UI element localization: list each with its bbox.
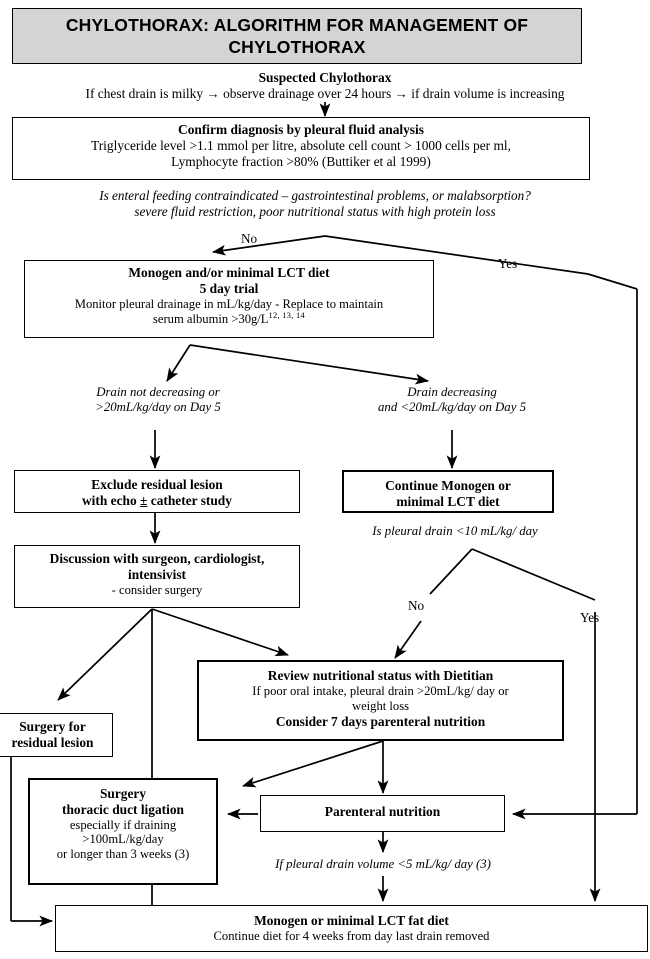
final-diet-line-2: Continue diet for 4 weeks from day last …	[213, 928, 490, 943]
drain-decreasing-note: Drain decreasing and <20mL/kg/day on Day…	[352, 385, 552, 415]
continue-monogen-box: Continue Monogen or minimal LCT diet	[342, 470, 554, 513]
surgery-duct-ligation-line-5: or longer than 3 weeks (3)	[56, 847, 190, 862]
pleural-drain-volume-note-text: If pleural drain volume <5 mL/kg/ day (3…	[275, 857, 491, 871]
monogen-trial-references: 12, 13, 14	[268, 311, 306, 321]
exclude-residual-lesion-line-2a: with echo	[82, 492, 141, 508]
surgery-duct-ligation-line-1: Surgery	[99, 786, 147, 801]
algorithm-title: CHYLOTHORAX: ALGORITHM FOR MANAGEMENT OF…	[12, 8, 582, 64]
surgery-residual-lesion-line-1: Surgery for	[19, 719, 86, 734]
edge-label-yes-enteral: Yes	[498, 256, 518, 271]
discussion-box: Discussion with surgeon, cardiologist, i…	[14, 545, 300, 608]
review-nutritional-status-line-2: If poor oral intake, pleural drain >20mL…	[252, 683, 509, 698]
monogen-trial-line-3: Monitor pleural drainage in mL/kg/day - …	[74, 296, 384, 311]
edge-label-yes-pleural: Yes	[580, 610, 600, 625]
enteral-feeding-question-line-1: Is enteral feeding contraindicated – gas…	[99, 188, 531, 203]
exclude-residual-lesion-line-1: Exclude residual lesion	[91, 477, 223, 492]
monogen-trial-line-4: serum albumin >30g/L12, 13, 14	[31, 311, 427, 327]
exclude-residual-lesion-line-2c: catheter study	[147, 492, 232, 508]
parenteral-nutrition-text: Parenteral nutrition	[324, 804, 441, 819]
drain-not-decreasing-line-2: >20mL/kg/day on Day 5	[95, 400, 221, 415]
monogen-trial-line-1: Monogen and/or minimal LCT diet	[128, 265, 330, 280]
pleural-drain-question-text: Is pleural drain <10 mL/kg/ day	[372, 524, 538, 538]
review-nutritional-status-line-3: weight loss	[351, 698, 410, 713]
exclude-residual-lesion-box: Exclude residual lesion with echo ± cath…	[14, 470, 300, 513]
discussion-line-3: - consider surgery	[111, 582, 203, 597]
drain-decreasing-line-2: and <20mL/kg/day on Day 5	[378, 400, 526, 415]
edge-label-no-pleural: No	[408, 598, 425, 613]
parenteral-nutrition-box: Parenteral nutrition	[260, 795, 505, 832]
drain-decreasing-line-1: Drain decreasing	[407, 385, 497, 399]
confirm-diagnosis-line-3: Lymphocyte fraction >80% (Buttiker et al…	[171, 153, 431, 169]
plus-minus-symbol: ±	[140, 492, 148, 508]
surgery-duct-ligation-line-2: thoracic duct ligation	[62, 801, 184, 817]
confirm-diagnosis-line-2: Triglyceride level >1.1 mmol per litre, …	[91, 137, 511, 153]
review-nutritional-status-box: Review nutritional status with Dietitian…	[197, 660, 564, 741]
pleural-drain-volume-note: If pleural drain volume <5 mL/kg/ day (3…	[248, 857, 518, 872]
final-diet-box: Monogen or minimal LCT fat diet Continue…	[55, 905, 648, 952]
continue-monogen-line-2: minimal LCT diet	[396, 493, 500, 509]
discussion-line-2: intensivist	[127, 566, 187, 582]
monogen-trial-albumin-text: serum albumin >30g/L	[152, 312, 269, 327]
monogen-trial-box: Monogen and/or minimal LCT diet 5 day tr…	[24, 260, 434, 338]
review-nutritional-status-line-4: Consider 7 days parenteral nutrition	[275, 713, 486, 729]
suspected-chylothorax-body: If chest drain is milky → observe draina…	[85, 85, 565, 101]
drain-not-decreasing-line-1: Drain not decreasing or	[96, 385, 220, 399]
edge-label-no-enteral: No	[241, 231, 258, 246]
surgery-duct-ligation-line-4: >100mL/kg/day	[82, 832, 164, 847]
suspected-chylothorax-node: Suspected Chylothorax If chest drain is …	[10, 70, 640, 102]
drain-not-decreasing-note: Drain not decreasing or >20mL/kg/day on …	[58, 385, 258, 415]
surgery-duct-ligation-line-3: especially if draining	[69, 817, 177, 832]
surgery-duct-ligation-box: Surgery thoracic duct ligation especiall…	[28, 778, 218, 885]
monogen-trial-line-2: 5 day trial	[199, 280, 259, 296]
surgery-residual-lesion-box: Surgery for residual lesion	[0, 713, 113, 757]
review-nutritional-status-line-1: Review nutritional status with Dietitian	[267, 668, 494, 683]
confirm-diagnosis-box: Confirm diagnosis by pleural fluid analy…	[12, 117, 590, 180]
enteral-feeding-question: Is enteral feeding contraindicated – gas…	[10, 188, 620, 219]
suspected-chylothorax-heading: Suspected Chylothorax	[258, 70, 392, 85]
confirm-diagnosis-line-1: Confirm diagnosis by pleural fluid analy…	[178, 122, 424, 137]
surgery-residual-lesion-line-2: residual lesion	[11, 734, 94, 750]
algorithm-title-text: CHYLOTHORAX: ALGORITHM FOR MANAGEMENT OF…	[65, 14, 529, 57]
final-diet-line-1: Monogen or minimal LCT fat diet	[254, 913, 449, 928]
enteral-feeding-question-line-2: severe fluid restriction, poor nutrition…	[134, 203, 496, 219]
pleural-drain-question: Is pleural drain <10 mL/kg/ day	[330, 524, 580, 539]
exclude-residual-lesion-line-2: with echo ± catheter study	[21, 493, 293, 509]
continue-monogen-line-1: Continue Monogen or	[385, 478, 511, 493]
discussion-line-1: Discussion with surgeon, cardiologist,	[49, 551, 265, 566]
